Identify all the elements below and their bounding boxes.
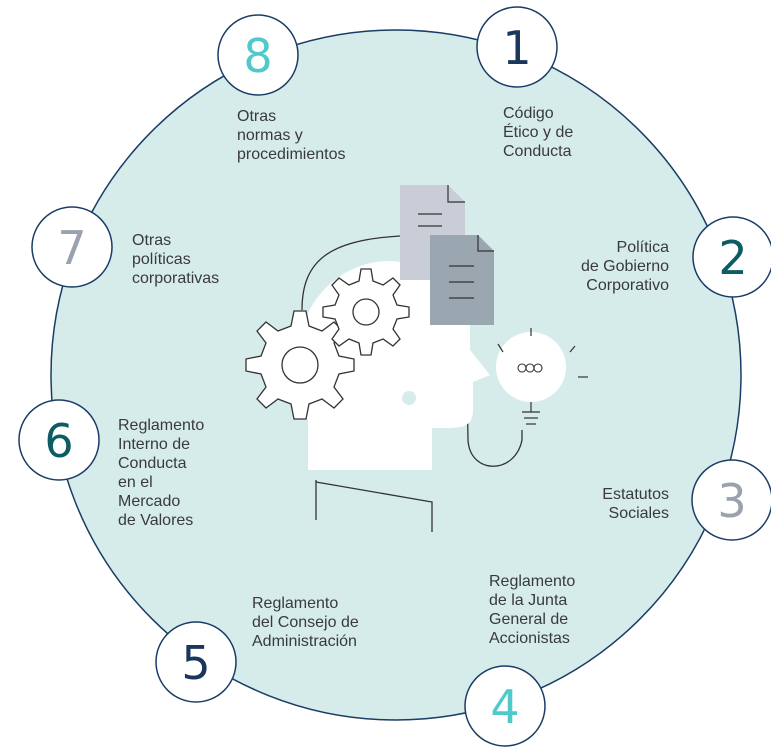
badge-2-number: 2 (718, 231, 747, 285)
label-5: Reglamento del Consejo de Administración (252, 595, 359, 650)
head-document-connector (301, 235, 401, 311)
badge-8: 8 (217, 14, 299, 96)
document-front-icon (430, 235, 494, 325)
badge-5: 5 (155, 621, 237, 703)
label-3: Estatutos Sociales (602, 486, 669, 522)
label-2: Política de Gobierno Corporativo (580, 239, 669, 294)
badge-7: 7 (31, 206, 113, 288)
badge-6: 6 (18, 399, 100, 481)
eye-dot (402, 391, 416, 405)
badge-3: 3 (691, 459, 771, 541)
badge-5-number: 5 (181, 636, 210, 690)
badge-7-number: 7 (57, 221, 86, 275)
badge-8-number: 8 (243, 29, 272, 83)
badge-6-number: 6 (44, 414, 73, 468)
bulb-cable (465, 319, 523, 467)
badge-4-number: 4 (490, 680, 519, 734)
label-8: Otras normas y procedimientos (237, 108, 346, 163)
label-6: Reglamento Interno de Conducta en el Mer… (118, 417, 205, 529)
badge-3-number: 3 (717, 474, 746, 528)
badge-1-number: 1 (502, 21, 531, 75)
label-1: Código Ético y de Conducta (503, 105, 574, 160)
badge-1: 1 (476, 6, 558, 88)
shoulder-lines (315, 480, 433, 532)
small-gear-icon (322, 268, 410, 356)
label-4: Reglamento de la Junta General de Accion… (489, 573, 576, 647)
label-7: Otras políticas corporativas (132, 232, 220, 287)
badge-4: 4 (464, 665, 546, 747)
lightbulb-icon (496, 328, 588, 425)
badge-2: 2 (692, 216, 771, 298)
